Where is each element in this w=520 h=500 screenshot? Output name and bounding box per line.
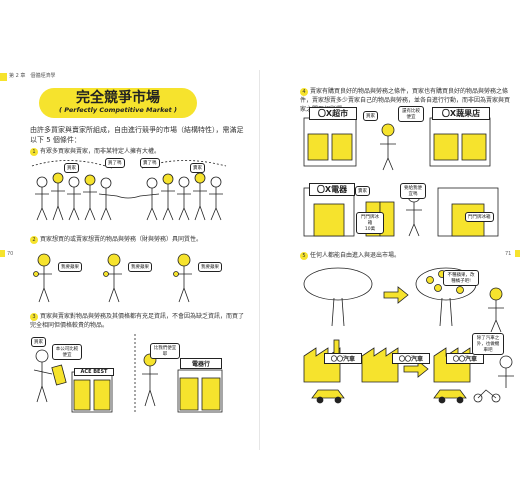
chapter-tab xyxy=(0,73,7,81)
sign-electronics: 〇X電器 xyxy=(309,183,355,196)
compare-bubble: 比我們便宜耶 xyxy=(150,343,180,359)
condition-number: 5 xyxy=(300,252,308,260)
factory-sign-right: 〇〇汽車 xyxy=(446,353,484,364)
shops-illustration xyxy=(303,117,499,237)
condition-text: 買家與賣家對物品與勞務及其價格都有充足資訊，不會因為缺乏資訊，而買了完全相同但價… xyxy=(30,313,245,329)
condition-text: 買家想買的或賣家想賣的物品與勞務（財與勞務）具同質性。 xyxy=(40,236,203,243)
buyer-label-4: 買家 xyxy=(363,111,378,121)
buy-bubble: 買了嗎 xyxy=(105,158,125,168)
price-info-illustration xyxy=(33,334,223,414)
page-subtitle: ( Perfectly Competitive Market ) xyxy=(59,106,177,114)
condition-number: 1 xyxy=(30,148,38,156)
apple-bubble-2: 我要蘋果 xyxy=(128,262,152,272)
buyer-label: 買家 xyxy=(64,163,79,173)
fridge-label-right: 門門牌冰箱 xyxy=(465,212,494,222)
fridge-label: 門門牌冰箱 xyxy=(361,215,379,226)
want-bubble: 還有比較便宜 xyxy=(398,106,424,122)
factory-sign-left: 〇〇汽車 xyxy=(324,353,362,364)
sign-supermarket: 〇X超市 xyxy=(309,107,357,120)
apple-bubble-3: 我要蘋果 xyxy=(198,262,222,272)
fridge-price-tag: 門門牌冰箱 10萬 xyxy=(356,212,384,234)
page-tab-right xyxy=(515,250,520,257)
shop-sign-left: ACE BEST xyxy=(74,368,114,376)
change-crop-bubble: 不種蘋果，改種橘子吧! xyxy=(443,270,479,286)
title-banner: 完全競爭市場 ( Perfectly Competitive Market ) xyxy=(39,88,197,118)
crowd-illustration xyxy=(31,160,227,221)
page-tab-left xyxy=(0,250,5,257)
intro-text: 由許多買家與賣家所組成，自由進行競爭的市場（結構特性），需滿足以下 5 個條件： xyxy=(30,126,244,144)
apple-sellers-illustration xyxy=(33,253,192,303)
condition-number: 4 xyxy=(300,88,308,96)
condition-text: 任何人都能自由進入與退出市場。 xyxy=(310,252,401,259)
page-number-right: 71 xyxy=(505,251,512,257)
page-number-left: 70 xyxy=(7,251,14,257)
market-entry-illustration xyxy=(303,267,514,404)
fridge-price: 10萬 xyxy=(364,227,376,232)
discount-bubble: 要給我便宜嗎 xyxy=(400,183,426,199)
condition-number: 3 xyxy=(30,313,38,321)
apple-bubble-1: 我要蘋果 xyxy=(58,262,82,272)
cheaper-bubble: 本公司比較便宜 xyxy=(52,344,82,360)
buyer-label-3: 買家 xyxy=(31,337,46,347)
seller-label: 賣家 xyxy=(190,163,205,173)
factory-sign-middle: 〇〇汽車 xyxy=(392,353,430,364)
shop-sign-right: 電器行 xyxy=(180,358,222,369)
left-page: 第 2 章 個體經濟學 完全競爭市場 ( Perfectly Competiti… xyxy=(0,73,250,414)
page-title: 完全競爭市場 xyxy=(76,90,160,106)
condition-number: 2 xyxy=(30,236,38,244)
condition-text: 有眾多買家與賣家，而非某特定人擁有大權。 xyxy=(40,148,161,155)
sign-fruit-shop: 〇X蔬果店 xyxy=(432,107,490,120)
seller-label-4: 賣家 xyxy=(355,186,370,196)
chapter-header: 第 2 章 個體經濟學 xyxy=(9,73,56,79)
motorbike-bubble: 除了汽車之外，也做機車吧 xyxy=(472,333,504,355)
sell-bubble: 賣了嗎 xyxy=(140,158,160,168)
page-gutter xyxy=(259,70,260,450)
